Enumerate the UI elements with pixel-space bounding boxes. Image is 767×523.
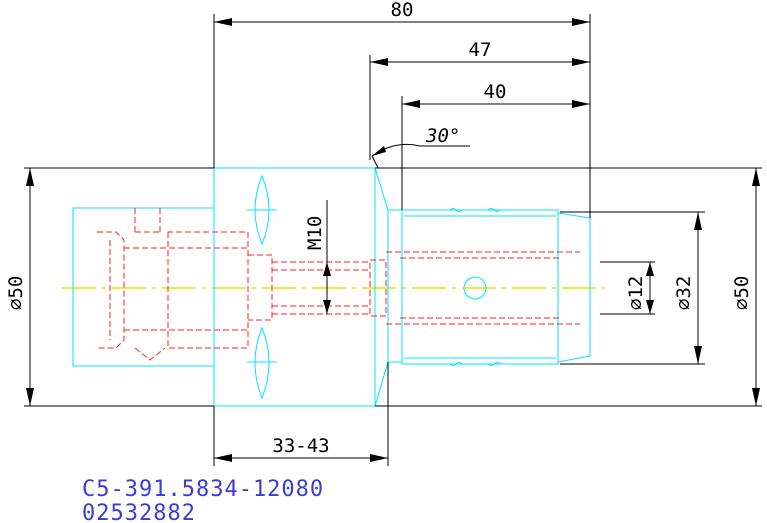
shank-outline	[72, 207, 215, 367]
dim-length-47: 47	[369, 39, 590, 160]
hidden-lines	[97, 208, 580, 361]
dim-dia-left-label: ⌀50	[5, 276, 27, 310]
dim-dia-right-label: ⌀50	[731, 276, 753, 310]
part-number: C5-391.5834-12080	[82, 477, 324, 502]
nose-outline	[401, 209, 559, 365]
dim-overall-length: 80	[213, 0, 591, 218]
dim-33-43-label: 33-43	[272, 435, 329, 457]
dim-adjust-range: 33-43	[213, 362, 389, 466]
dim-dia-12-label: ⌀12	[625, 276, 647, 310]
dim-m10-label: M10	[304, 216, 326, 250]
dim-thread: M10	[304, 200, 331, 314]
dim-chamfer-angle: 30°	[371, 125, 470, 169]
dim-length-40: 40	[401, 81, 590, 210]
order-code: 02532882	[82, 501, 196, 523]
flange-chamfer	[374, 167, 389, 407]
dim-80-label: 80	[391, 0, 414, 21]
dim-dia-32: ⌀32	[560, 211, 705, 365]
dim-40-label: 40	[484, 81, 507, 103]
dim-dia-32-label: ⌀32	[673, 276, 695, 310]
dim-dia-left: ⌀50	[5, 167, 214, 407]
part-outline	[72, 167, 591, 407]
dim-30-label: 30°	[425, 125, 460, 147]
drive-slot-bottom	[247, 326, 277, 400]
drive-slot-top	[247, 174, 277, 246]
nose-tip	[557, 212, 591, 363]
cross-hole	[463, 276, 487, 300]
flange-outline	[213, 167, 376, 407]
dim-47-label: 47	[469, 39, 492, 61]
dim-dia-12: ⌀12	[600, 261, 655, 315]
dim-dia-right: ⌀50	[375, 167, 762, 407]
